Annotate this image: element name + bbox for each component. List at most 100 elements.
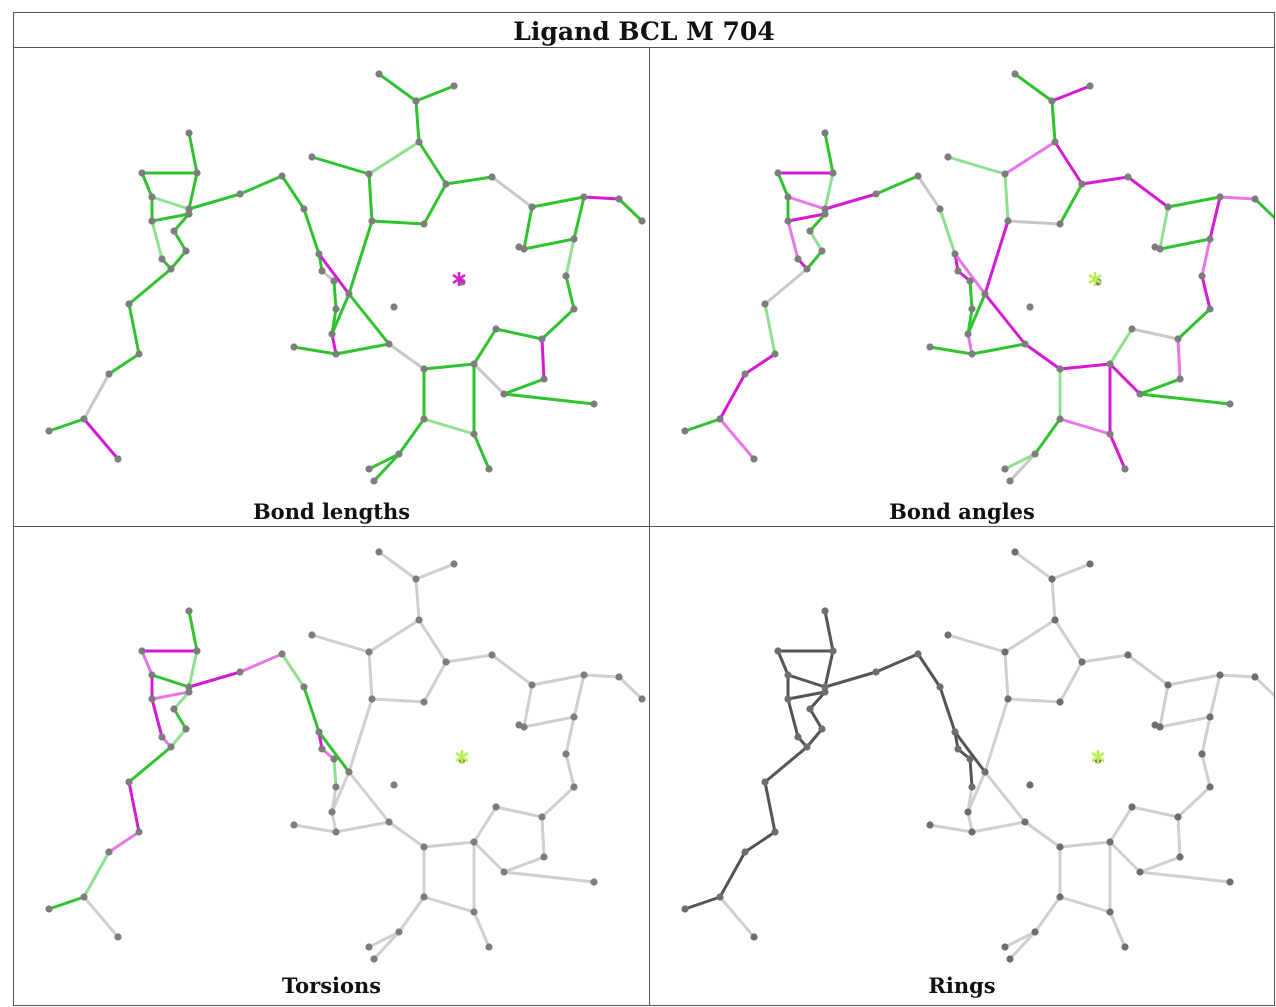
atom [332,783,340,791]
bond [805,727,824,749]
atom [148,671,156,679]
bond [1200,752,1212,789]
atom [105,848,113,856]
bond [422,417,476,436]
atom [488,651,496,659]
atom [1176,853,1184,861]
bond [1126,653,1170,687]
bond [572,195,586,241]
atom [330,277,338,285]
atom [1011,70,1019,78]
atom [318,267,326,275]
bond [530,673,586,687]
bond [330,292,351,336]
bond [1003,140,1057,176]
atom [638,695,646,703]
atom [1164,203,1172,211]
bond [472,432,491,471]
bond [1108,362,1142,396]
atom [1106,360,1114,368]
atom [332,350,340,358]
caption-rings: Rings [928,973,996,998]
bond [187,192,242,211]
bond [172,707,188,731]
bond [417,140,448,186]
bond [1058,895,1112,914]
bond [1166,195,1222,209]
bond [377,550,418,581]
atom [185,607,193,615]
atom [803,265,811,273]
atom [515,243,523,251]
atom [365,170,373,178]
caption-bond-angles: Bond angles [889,499,1035,524]
atom [570,235,578,243]
bond [502,870,596,884]
bond [946,633,1007,654]
atom [290,821,298,829]
bond [540,307,576,341]
bond [983,697,1010,774]
bond [82,417,120,461]
atom [1056,893,1064,901]
atom [500,868,508,876]
atom [1086,560,1094,568]
atom [774,647,782,655]
bond [292,345,338,356]
atom [470,360,478,368]
bond [1080,653,1130,664]
bond [786,212,827,223]
bond [414,99,421,144]
bond [564,274,576,311]
bond [280,652,306,689]
bond [1033,417,1062,456]
bond [414,84,456,103]
bond [472,910,491,949]
bond [718,372,747,421]
bond [823,192,878,211]
atom [308,153,316,161]
atom [615,195,623,203]
atom [590,400,598,408]
atom [580,193,588,201]
bond [377,72,418,103]
atom [385,340,393,348]
atom [1026,781,1034,789]
atom [750,933,758,941]
bond [187,649,199,689]
bond [370,219,426,226]
atom [420,698,428,706]
atom [968,828,976,836]
bond [172,690,191,711]
bond [530,195,586,209]
atom [771,350,779,358]
atom [170,227,178,235]
bond [187,609,199,653]
bond [367,140,421,176]
atom [716,415,724,423]
bond [317,730,351,774]
atom [872,190,880,198]
bond [1080,175,1130,186]
atom [45,427,53,435]
bond [347,770,391,824]
bond [172,212,191,233]
bond [1138,870,1232,884]
atom [1216,671,1224,679]
atom [170,705,178,713]
atom [300,683,308,691]
atom [681,905,689,913]
bond [1138,855,1182,874]
bond [187,670,242,689]
bond [823,649,835,689]
atom [315,250,323,258]
atom [1006,477,1014,485]
bond [763,302,777,356]
atom [1021,340,1029,348]
bond [1003,930,1037,949]
bond [472,362,506,396]
bond [718,850,747,899]
atom [500,390,508,398]
atom [570,305,578,313]
atom [278,650,286,658]
